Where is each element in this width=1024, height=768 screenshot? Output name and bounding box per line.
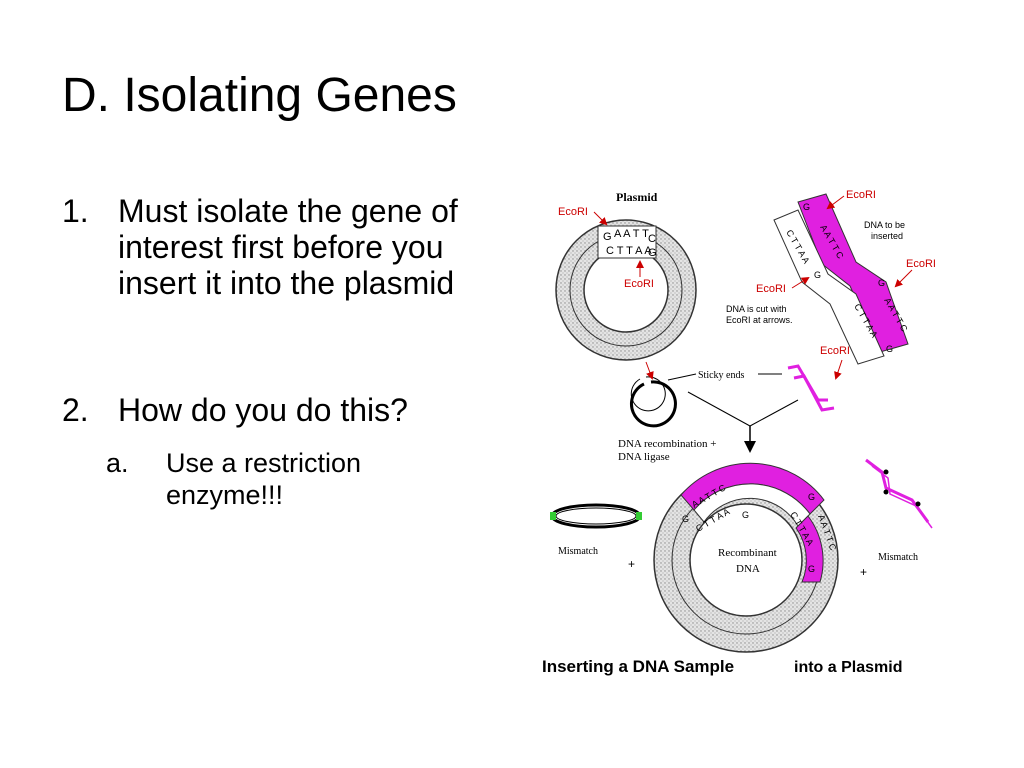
dna-inserted-label-2: inserted bbox=[871, 231, 903, 241]
ecori-label-insert-bottom: EcoRI bbox=[820, 345, 850, 357]
plus-right: + bbox=[860, 565, 867, 579]
sublist-item-a: a. Use a restriction enzyme!!! bbox=[106, 447, 436, 527]
sticky-ends-label: Sticky ends bbox=[698, 370, 744, 381]
list-number-2: 2. bbox=[62, 392, 89, 428]
mismatch-label-right: Mismatch bbox=[878, 552, 918, 563]
list-item-2: 2. How do you do this? bbox=[62, 392, 512, 432]
ecori-arrow-insert-left bbox=[791, 276, 810, 289]
cut-plasmid bbox=[630, 380, 677, 428]
figure-caption-part1: Inserting a DNA Sample bbox=[542, 657, 734, 676]
sublist-letter-a: a. bbox=[106, 448, 129, 478]
ecori-label-insert-left: EcoRI bbox=[756, 283, 786, 295]
recombination-label-1: DNA recombination + bbox=[618, 438, 716, 450]
cut-arrow bbox=[645, 361, 654, 380]
list-item-1: 1. Must isolate the gene of interest fir… bbox=[62, 193, 492, 373]
sublist-text-a: Use a restriction enzyme!!! bbox=[166, 448, 362, 510]
svg-text:G: G bbox=[742, 510, 749, 520]
ecori-arrow-top bbox=[593, 211, 608, 226]
recombinant-label-2: DNA bbox=[736, 563, 760, 575]
recombinant-label-1: Recombinant bbox=[718, 547, 777, 559]
ecori-label-insert-right: EcoRI bbox=[906, 258, 936, 270]
svg-text:G: G bbox=[648, 247, 657, 259]
ecori-label-plasmid-top: EcoRI bbox=[558, 206, 588, 218]
ecori-arrow-insert-right bbox=[894, 269, 913, 288]
insert-fragment bbox=[787, 364, 835, 412]
plasmid-ring: G A A T T C C T T A A G bbox=[555, 219, 697, 361]
sticky-line-left bbox=[667, 373, 697, 381]
svg-text:G: G bbox=[682, 514, 689, 524]
ecori-label-plasmid-bottom: EcoRI bbox=[624, 278, 654, 290]
mismatch-right-fragment bbox=[865, 458, 933, 529]
ecori-arrow-insert-bottom bbox=[834, 359, 843, 380]
svg-text:G: G bbox=[808, 492, 815, 502]
svg-text:G: G bbox=[886, 344, 893, 354]
list-text-2: How do you do this? bbox=[118, 392, 408, 428]
ecori-label-insert-top: EcoRI bbox=[846, 189, 876, 201]
recombination-label-2: DNA ligase bbox=[618, 451, 670, 463]
plus-left: + bbox=[628, 557, 635, 571]
ecori-arrow-insert-top bbox=[826, 195, 845, 210]
plasmid-insertion-diagram: G A A T T C C T T A A G Plasmid EcoRI Ec… bbox=[536, 182, 966, 682]
svg-text:C T T A A: C T T A A bbox=[606, 245, 652, 257]
svg-text:G: G bbox=[603, 231, 612, 243]
plasmid-label: Plasmid bbox=[616, 190, 658, 204]
dna-cut-label-2: EcoRI at arrows. bbox=[726, 315, 793, 325]
list-text-1: Must isolate the gene of interest first … bbox=[118, 193, 458, 301]
svg-text:C: C bbox=[648, 233, 656, 245]
figure-caption-part2: into a Plasmid bbox=[794, 659, 902, 676]
svg-text:G: G bbox=[803, 202, 810, 212]
cut-plasmid-inner bbox=[630, 376, 666, 412]
mismatch-label-left: Mismatch bbox=[558, 546, 598, 557]
mismatch-left-plasmid bbox=[550, 503, 642, 529]
svg-text:G: G bbox=[814, 270, 821, 280]
dna-cut-label-1: DNA is cut with bbox=[726, 304, 787, 314]
list-number-1: 1. bbox=[62, 193, 89, 229]
svg-text:A A T T: A A T T bbox=[614, 228, 649, 240]
svg-text:G: G bbox=[808, 564, 815, 574]
recombinant-ring: G A A T T C C T T A A G G C T T A A A A … bbox=[653, 462, 839, 653]
slide-title: D. Isolating Genes bbox=[62, 69, 457, 122]
arrow-right-converge bbox=[749, 399, 799, 427]
svg-text:G: G bbox=[878, 278, 885, 288]
arrow-left-converge bbox=[687, 391, 751, 427]
dna-inserted-label-1: DNA to be bbox=[864, 220, 905, 230]
